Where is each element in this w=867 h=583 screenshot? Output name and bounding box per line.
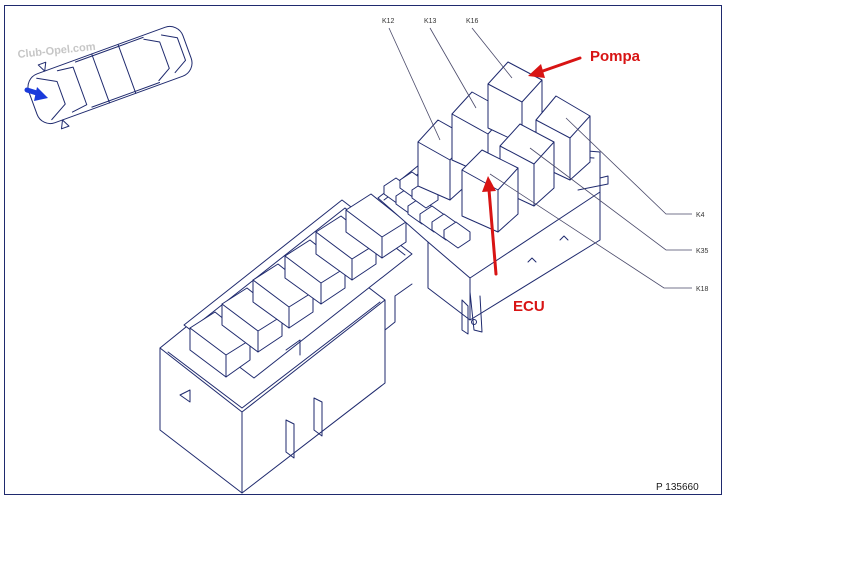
label-k4: K4	[696, 212, 705, 219]
fuse-row-left	[189, 193, 407, 378]
locator-arrow-icon	[24, 87, 48, 101]
mini-fuse-row	[383, 171, 471, 249]
leader-lines	[388, 27, 692, 289]
left-fuse-block	[159, 193, 413, 494]
label-k35: K35	[696, 248, 709, 255]
label-k13: K13	[424, 18, 437, 25]
pompa-callout: Pompa	[590, 48, 641, 65]
label-k12: K12	[382, 18, 395, 25]
pompa-arrow	[528, 56, 582, 78]
reference-code: P 135660	[656, 482, 699, 493]
ecu-callout: ECU	[513, 298, 545, 315]
right-relay-block	[377, 61, 609, 335]
label-k18: K18	[696, 286, 709, 293]
label-k16: K16	[466, 18, 479, 25]
ecu-arrow	[482, 176, 498, 276]
